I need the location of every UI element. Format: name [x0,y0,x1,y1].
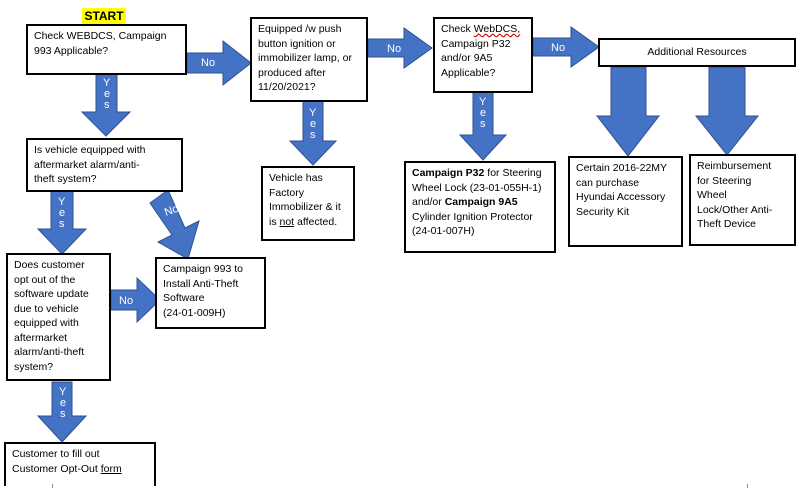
arrow-p32check-to-resources [532,26,600,68]
p32-campaign-text2: Cylinder Ignition Protector (24-01-007H) [412,210,533,238]
p32-campaign-text1: for Steering Wheel Lock (23-01-055H-1) a… [412,167,542,208]
opt-out-form-text: Customer to fill out Customer Opt-Out [12,448,100,475]
immobilizer-text-a: Vehicle has Factory Immobilizer & it is [269,172,341,228]
box-additional-resources: Additional Resources [598,38,796,67]
box-factory-immobilizer: Vehicle has Factory Immobilizer & it is … [261,166,355,241]
arrow-optout-to-993 [110,276,161,324]
p32-campaign-bold: Campaign P32 [412,167,485,179]
box-accessory-kit: Certain 2016-22MY can purchase Hyundai A… [568,156,683,247]
arrow-equipped-to-immobilizer [288,100,338,166]
immobilizer-text-b: affected. [294,215,338,228]
arrow-equipped-to-p32check [367,27,433,69]
opt-out-form-link[interactable]: form [100,462,122,475]
box-p32-9a5-campaign: Campaign P32 for Steering Wheel Lock (23… [404,161,556,253]
yes-letter: Y [103,77,111,89]
box-check-webdcs-993: Check WEBDCS, Campaign 993 Applicable? [26,24,187,75]
box-opt-out-question: Does customer opt out of the software up… [6,253,111,381]
label-no: No [387,43,401,55]
box-check-p32-9a5: Check WebDCS, Campaign P32 and/or 9A5 Ap… [433,17,533,93]
box-campaign-993: Campaign 993 to Install Anti-Theft Softw… [155,257,266,329]
immobilizer-not: not [279,215,295,228]
box-reimbursement: Reimbursement for Steering Wheel Lock/Ot… [689,154,796,246]
label-no: No [163,203,180,219]
box-opt-out-form: Customer to fill out Customer Opt-Out fo… [4,442,156,486]
label-no: No [201,57,215,69]
arrow-aftermarket-to-993 [149,189,200,260]
arrow-resources-to-kit [595,66,661,157]
arrow-resources-to-reimbursement [694,66,760,156]
page-edge-mark [747,484,748,488]
arrow-993-to-aftermarket [80,73,132,137]
box-equipped-push-button: Equipped /w push button ignition or immo… [250,17,368,102]
arrow-993-to-equipped [186,39,252,87]
arrow-aftermarket-to-optout [36,190,88,255]
label-no: No [551,42,565,54]
9a5-campaign-bold: Campaign 9A5 [444,196,518,208]
p32-check-rest: Campaign P32 and/or 9A5 Applicable? [441,37,511,79]
box-aftermarket-alarm: Is vehicle equipped with aftermarket ala… [26,138,183,192]
arrow-optout-to-form [36,381,88,443]
start-label: START [82,8,126,24]
arrow-p32check-to-campaign [458,91,508,161]
webdcs-spellcheck-word: WebDCS, [473,23,521,35]
p32-check-prefix: Check [441,23,474,35]
label-no: No [119,295,133,307]
page-edge-mark [52,484,53,488]
